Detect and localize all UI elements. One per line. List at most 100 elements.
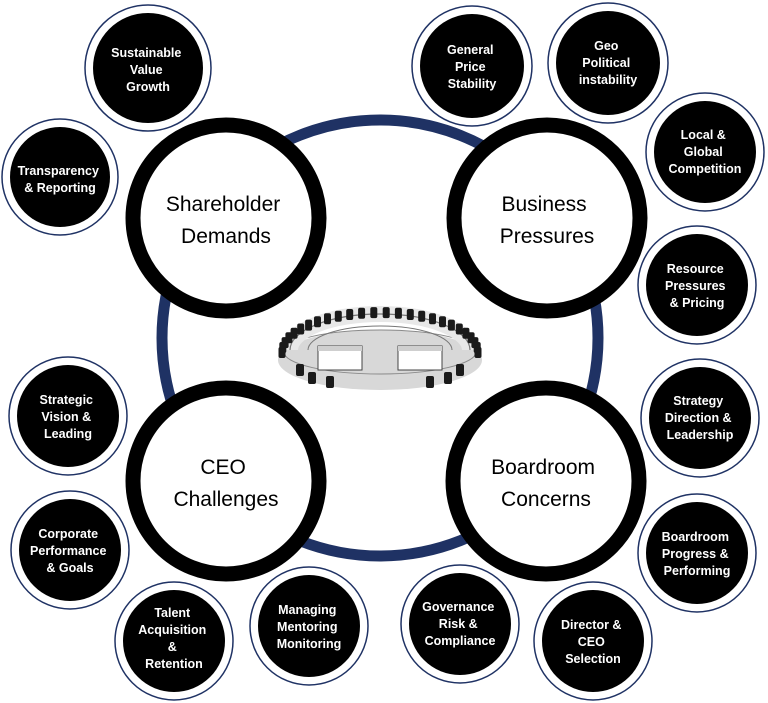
chair-icon — [382, 307, 390, 319]
bubble-label-line: Local & — [681, 128, 726, 142]
hub-label-line: Challenges — [173, 488, 278, 511]
bubble-transparency-reporting: Transparency & Reporting — [1, 118, 119, 236]
bubble-label-line: Sustainable — [111, 46, 181, 60]
bubble-label-line: Corporate — [38, 527, 98, 541]
chair-icon — [406, 309, 414, 320]
bubble-boardroom-progress-performing: Boardroom Progress & Performing — [637, 493, 757, 613]
chair-icon — [394, 307, 402, 319]
bubble-label-line: Leadership — [667, 428, 734, 442]
bubble-label-line: Price — [455, 60, 486, 74]
hub-business-pressures: Business Pressures — [446, 117, 648, 319]
bubble-label-line: Competition — [669, 162, 742, 176]
hub-ceo-challenges: CEO Challenges — [125, 380, 327, 582]
bubble-label-line: Transparency — [18, 164, 99, 178]
bubble-governance-risk-compliance: Governance Risk & Compliance — [400, 564, 520, 684]
svg-text:Boardroom Progress &: Boardroom Progress & Performing — [662, 530, 733, 578]
chair-icon — [334, 310, 342, 322]
bubble-label-line: Global — [684, 145, 723, 159]
bubble-label-line: Acquisition — [138, 623, 206, 637]
hub-shareholder-demands: Shareholder Demands — [125, 117, 327, 319]
bubble-label-line: & Reporting — [24, 181, 96, 195]
chair-icon — [290, 327, 298, 339]
chair-icon — [314, 316, 321, 328]
bubble-label-line: Stability — [448, 77, 497, 91]
bubble-resource-pressures-pricing: Resource Pressures & Pricing — [637, 225, 757, 345]
chair-icon — [324, 313, 331, 325]
hub-label-line: Boardroom — [491, 456, 595, 479]
svg-text:General Price Stab: General Price Stability — [447, 43, 497, 91]
hub-label-line: CEO — [200, 456, 246, 479]
bubble-label-line: Managing — [278, 603, 336, 617]
hub-label-line: Concerns — [501, 488, 591, 511]
bubble-label-line: Performing — [664, 564, 731, 578]
svg-text:Strategy Direction &: Strategy Direction & Leadership — [665, 394, 735, 442]
chair-icon — [455, 323, 463, 335]
svg-text:CEO Challenges: CEO Challenges — [173, 456, 278, 511]
chair-icon — [447, 319, 455, 331]
bubble-label-line: Progress & — [662, 547, 729, 561]
bubble-label-line: instability — [579, 73, 637, 87]
svg-text:Business Pressures: Business Pressures — [500, 193, 595, 248]
hub-boardroom-concerns: Boardroom Concerns — [445, 380, 647, 582]
bubble-label-line: Geo — [594, 39, 619, 53]
hub-label-line: Pressures — [500, 225, 595, 248]
chair-icon — [474, 347, 482, 358]
svg-text:Sustainable Value: Sustainable Value Growth — [111, 46, 185, 94]
bubble-label-line: Value — [130, 63, 163, 77]
bubble-label-line: Governance — [422, 600, 494, 614]
chair-icon — [418, 310, 426, 322]
bubble-geo-political-instability: Geo Political instability — [547, 2, 669, 124]
bubble-local-global-competition: Local & Global Competition — [645, 92, 765, 212]
bubble-managing-mentoring-monitoring: Managing Mentoring Monitoring — [249, 566, 369, 686]
bubble-label-line: Pressures — [665, 279, 726, 293]
bubble-label-line: Vision & — [41, 410, 91, 424]
svg-text:Resource Pressures: Resource Pressures & Pricing — [665, 262, 729, 310]
bubble-label-line: Talent — [154, 606, 191, 620]
bubble-label-line: Performance — [30, 544, 106, 558]
bubble-talent-acquisition-retention: Talent Acquisition & Retention — [114, 581, 234, 701]
bubble-label-line: Growth — [126, 80, 170, 94]
bubble-label-line: & Goals — [46, 561, 93, 575]
hub-label-line: Demands — [181, 225, 271, 248]
bubble-director-ceo-selection: Director & CEO Selection — [533, 581, 653, 701]
central-ring — [156, 114, 604, 562]
bubble-label-line: Direction & — [665, 411, 732, 425]
chair-icon — [426, 376, 434, 388]
bubble-general-price-stability: General Price Stability — [411, 5, 533, 127]
svg-text:Geo Political inst: Geo Political instability — [579, 39, 637, 87]
svg-text:Boardroom Concerns: Boardroom Concerns — [491, 456, 601, 511]
boardroom-table-illustration — [278, 306, 482, 390]
chair-icon — [358, 307, 366, 319]
svg-text:Director & CEO Sel: Director & CEO Selection — [561, 618, 625, 666]
svg-text:Shareholder Demands: Shareholder Demands — [166, 193, 286, 248]
bubble-label-line: Selection — [565, 652, 621, 666]
chair-icon — [439, 316, 446, 328]
bubble-sustainable-value-growth: Sustainable Value Growth — [84, 4, 212, 132]
bubble-strategy-direction-leadership: Strategy Direction & Leadership — [640, 358, 760, 478]
bubble-label-line: Resource — [667, 262, 724, 276]
svg-text:Strategic Vision &: Strategic Vision & Leading — [40, 393, 97, 441]
bubble-corporate-performance-goals: Corporate Performance & Goals — [10, 490, 130, 610]
bubble-label-line: & Pricing — [670, 296, 725, 310]
svg-text:Managing Mentoring: Managing Mentoring Monitoring — [277, 603, 342, 651]
bubble-label-line: Retention — [145, 657, 203, 671]
svg-text:Talent Acquisition: Talent Acquisition & Retention — [138, 606, 210, 671]
bubble-label-line: Director & — [561, 618, 621, 632]
bubble-label-line: Monitoring — [277, 637, 342, 651]
svg-text:Corporate Performance: Corporate Performance & Goals — [30, 527, 110, 575]
chair-icon — [308, 372, 316, 384]
bubble-label-line: Political — [582, 56, 630, 70]
bubble-label-line: Strategic — [40, 393, 94, 407]
chair-icon — [346, 309, 354, 320]
bubble-label-line: General — [447, 43, 494, 57]
bubble-label-line: CEO — [578, 635, 605, 649]
bubble-label-line: Compliance — [425, 634, 496, 648]
bubble-label-line: Boardroom — [662, 530, 729, 544]
svg-text:Governance Risk &: Governance Risk & Compliance — [422, 600, 498, 648]
chair-icon — [305, 319, 313, 331]
bubble-label-line: & — [168, 640, 177, 654]
bubble-strategic-vision-leading: Strategic Vision & Leading — [8, 356, 128, 476]
bubble-label-line: Mentoring — [277, 620, 337, 634]
svg-text:Local & Global Com: Local & Global Competition — [669, 128, 742, 176]
